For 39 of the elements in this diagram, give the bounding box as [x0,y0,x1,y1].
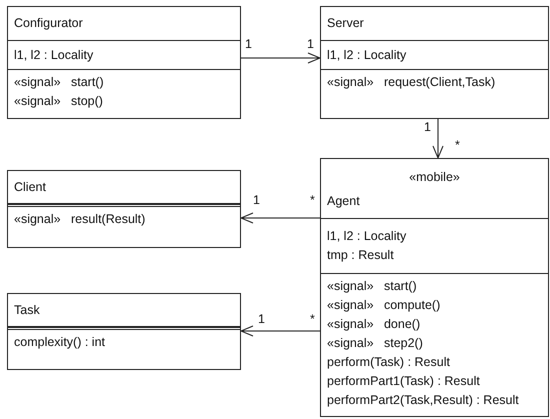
operation-text: performPart2(Task,Result) : Result [327,392,519,409]
operation-text: «signal» start() [14,74,104,91]
class-name: Client [14,178,46,196]
class-name: Configurator [14,15,83,32]
multiplicity-label: 1 [307,37,314,51]
multiplicity-label: 1 [424,120,431,134]
stereotype-label: «mobile» [409,168,460,186]
class-name: Server [327,15,364,32]
operation-text: complexity() : int [14,334,105,351]
class-box [320,158,549,417]
operation-text: «signal» step2() [327,335,423,352]
attribute-text: l1, l2 : Locality [327,228,406,245]
class-box [7,6,241,119]
multiplicity-label: * [310,312,315,326]
operation-text: perform(Task) : Result [327,354,450,371]
class-box [7,170,241,248]
multiplicity-label: 1 [245,37,252,51]
association-arrow [432,118,444,158]
operation-text: «signal» result(Result) [14,211,146,228]
multiplicity-label: * [310,193,315,207]
association-arrow [240,212,320,224]
multiplicity-label: 1 [253,193,260,207]
operation-text: «signal» stop() [14,93,103,110]
class-box [7,293,241,370]
class-name: Task [14,302,40,318]
multiplicity-label: 1 [258,312,265,326]
operation-text: «signal» request(Client,Task) [327,74,496,91]
association-arrow [240,326,320,336]
association-arrow [240,52,320,64]
operation-text: «signal» start() [327,278,417,295]
multiplicity-label: * [455,138,460,152]
attribute-text: l1, l2 : Locality [327,46,406,64]
operation-text: «signal» compute() [327,297,440,314]
attribute-text: l1, l2 : Locality [14,46,94,64]
class-box [320,6,549,119]
operation-text: «signal» done() [327,316,420,333]
attribute-text: tmp : Result [327,247,394,264]
class-name: Agent [327,192,360,210]
operation-text: performPart1(Task) : Result [327,373,480,390]
